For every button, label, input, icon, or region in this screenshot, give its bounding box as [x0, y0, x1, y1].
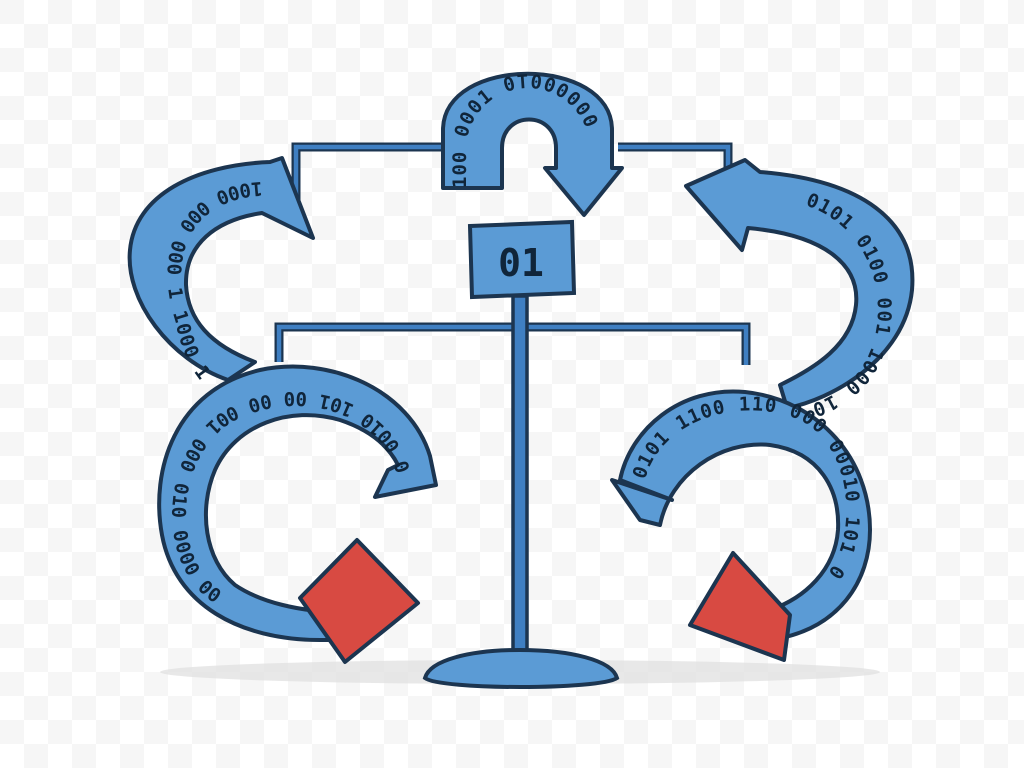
lower-left-red-arrowhead: [298, 538, 420, 664]
scale-pole: [511, 294, 529, 660]
center-box-label: 01: [498, 241, 544, 285]
lower-right-red-arrowhead: [688, 551, 792, 662]
scale-base: [422, 647, 620, 689]
binary-tag-icon: 01: [467, 219, 577, 300]
